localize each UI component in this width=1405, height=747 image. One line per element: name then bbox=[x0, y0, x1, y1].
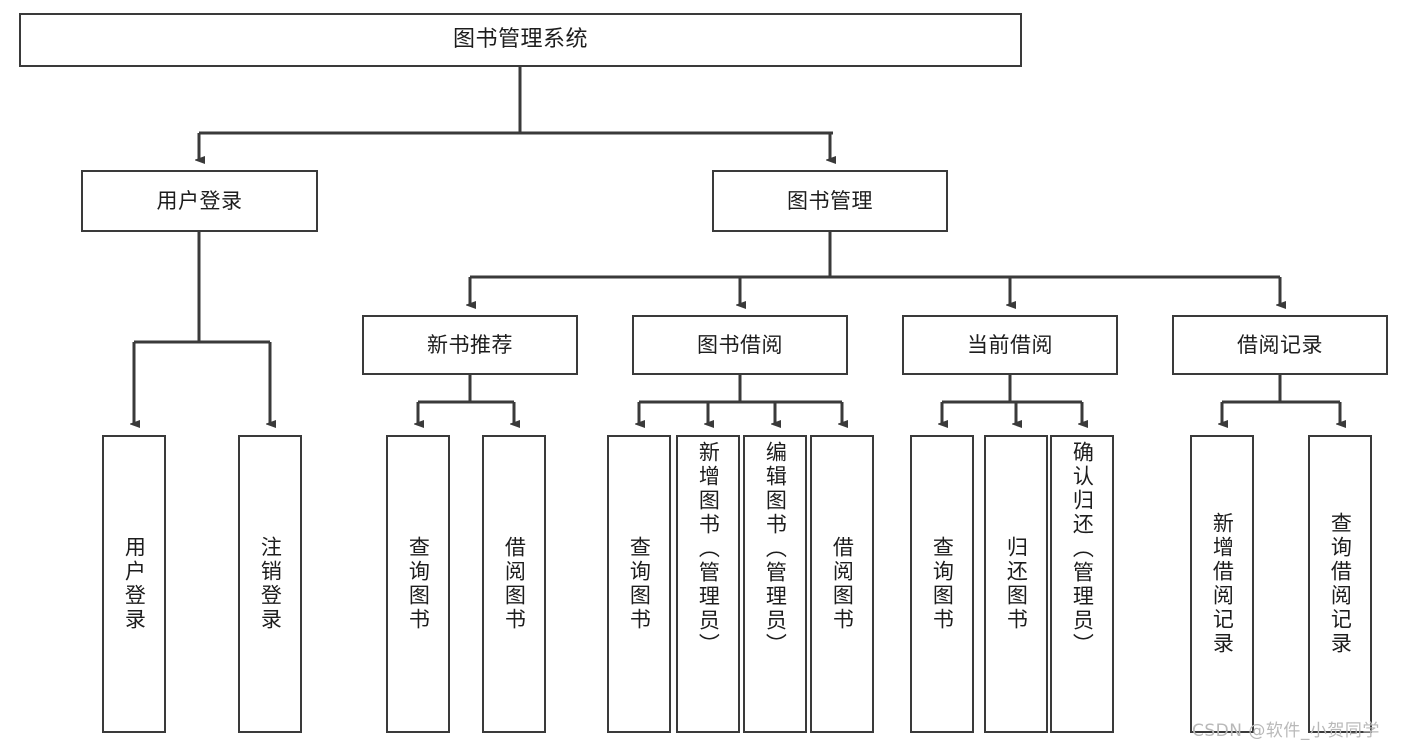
leaf-confirm-return-admin[interactable]: 确认归还（管理员） bbox=[1050, 435, 1114, 733]
leaf-add-borrow-record[interactable]: 新增借阅记录 bbox=[1190, 435, 1254, 733]
leaf-user-login[interactable]: 用户登录 bbox=[102, 435, 166, 733]
leaf-label: 确认归还（管理员） bbox=[1070, 441, 1095, 657]
leaf-label: 新增借阅记录 bbox=[1210, 512, 1235, 656]
leaf-lend-book[interactable]: 借阅图书 bbox=[810, 435, 874, 733]
node-label: 图书管理 bbox=[787, 188, 873, 213]
node-current-borrow[interactable]: 当前借阅 bbox=[902, 315, 1118, 375]
leaf-label: 查询图书 bbox=[406, 536, 431, 632]
leaf-label: 新增图书（管理员） bbox=[696, 441, 721, 657]
leaf-return-book[interactable]: 归还图书 bbox=[984, 435, 1048, 733]
node-label: 新书推荐 bbox=[427, 332, 513, 357]
node-label: 图书借阅 bbox=[697, 332, 783, 357]
node-label: 借阅记录 bbox=[1237, 332, 1323, 357]
node-book-admin[interactable]: 图书管理 bbox=[712, 170, 948, 232]
leaf-add-book-admin[interactable]: 新增图书（管理员） bbox=[676, 435, 740, 733]
csdn-watermark: CSDN @软件_小贺同学 bbox=[1192, 721, 1380, 741]
node-label: 用户登录 bbox=[156, 188, 243, 213]
node-label: 当前借阅 bbox=[967, 332, 1053, 357]
leaf-label: 查询借阅记录 bbox=[1328, 512, 1353, 656]
leaf-query-borrow-record[interactable]: 查询借阅记录 bbox=[1308, 435, 1372, 733]
leaf-query-book-borrow[interactable]: 查询图书 bbox=[607, 435, 671, 733]
leaf-label: 注销登录 bbox=[258, 536, 283, 632]
leaf-label: 归还图书 bbox=[1004, 536, 1029, 632]
node-root-system[interactable]: 图书管理系统 bbox=[19, 13, 1022, 67]
node-user-login[interactable]: 用户登录 bbox=[81, 170, 318, 232]
leaf-query-book-recommend[interactable]: 查询图书 bbox=[386, 435, 450, 733]
leaf-label: 用户登录 bbox=[122, 536, 147, 632]
leaf-edit-book-admin[interactable]: 编辑图书（管理员） bbox=[743, 435, 807, 733]
leaf-label: 查询图书 bbox=[930, 536, 955, 632]
node-new-book-recommend[interactable]: 新书推荐 bbox=[362, 315, 578, 375]
leaf-label: 编辑图书（管理员） bbox=[763, 441, 788, 657]
leaf-borrow-book-recommend[interactable]: 借阅图书 bbox=[482, 435, 546, 733]
leaf-label: 查询图书 bbox=[627, 536, 652, 632]
leaf-query-book-current[interactable]: 查询图书 bbox=[910, 435, 974, 733]
leaf-label: 借阅图书 bbox=[502, 536, 527, 632]
leaf-label: 借阅图书 bbox=[830, 536, 855, 632]
node-book-borrow[interactable]: 图书借阅 bbox=[632, 315, 848, 375]
node-label: 图书管理系统 bbox=[452, 27, 588, 53]
leaf-user-logout[interactable]: 注销登录 bbox=[238, 435, 302, 733]
node-borrow-record[interactable]: 借阅记录 bbox=[1172, 315, 1388, 375]
